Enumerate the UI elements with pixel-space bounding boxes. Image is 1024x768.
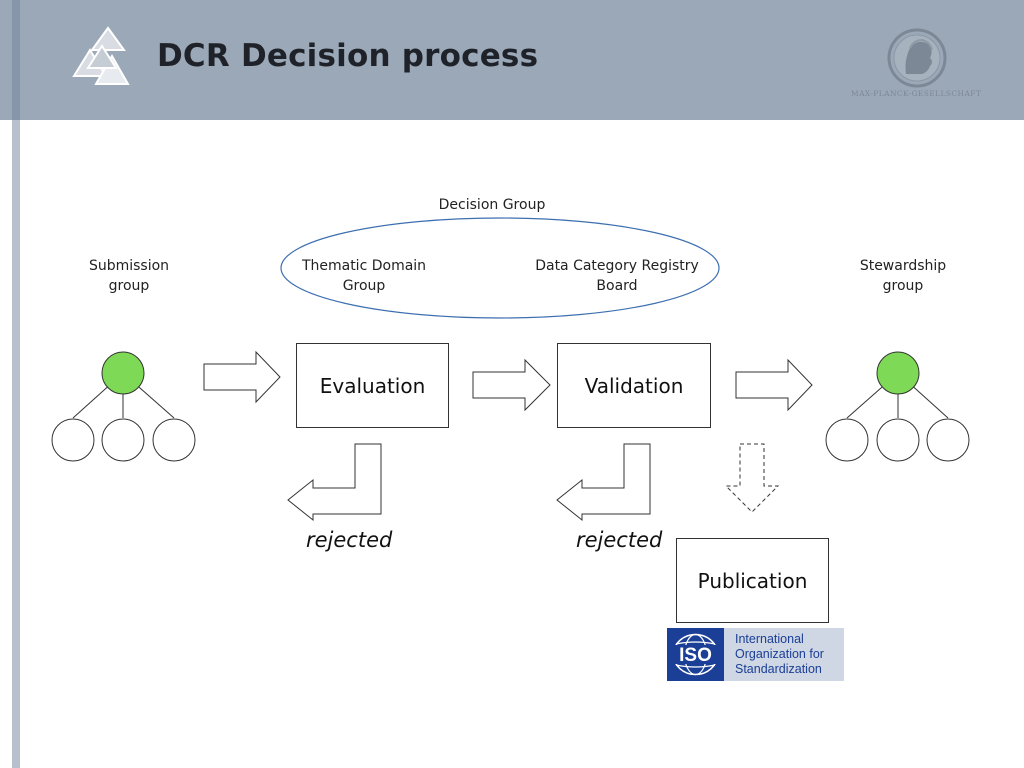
rejected-label-validation: rejected xyxy=(576,528,663,552)
stewardship-group-label: Stewardship group xyxy=(859,258,947,294)
slide-header xyxy=(0,0,1024,120)
header-edge-stripe xyxy=(12,0,20,120)
iso-badge: ISO xyxy=(667,628,724,681)
dashed-down-arrow-icon xyxy=(724,443,780,513)
stewardship-child-node xyxy=(926,418,970,462)
submission-group-label: Submission group xyxy=(88,258,170,294)
submission-child-node xyxy=(51,418,95,462)
iso-line-3: Standardization xyxy=(735,662,822,676)
rejected-label-evaluation: rejected xyxy=(306,528,393,552)
reject-arrow-icon xyxy=(556,443,651,522)
submission-root-node xyxy=(101,351,145,395)
stewardship-child-node xyxy=(825,418,869,462)
decision-group-ellipse xyxy=(280,217,720,319)
stewardship-root-node xyxy=(876,351,920,395)
triangles-logo-icon xyxy=(72,26,130,85)
evaluation-box: Evaluation xyxy=(296,343,449,428)
page-title: DCR Decision process xyxy=(157,38,539,74)
iso-badge-text: ISO xyxy=(679,645,712,666)
thematic-domain-group-label: Thematic Domain Group xyxy=(301,258,427,294)
publication-box: Publication xyxy=(676,538,829,623)
iso-line-2: Organization for xyxy=(735,647,824,661)
arrow-right-icon xyxy=(735,358,813,412)
iso-text: International Organization for Standardi… xyxy=(735,632,824,677)
reject-arrow-icon xyxy=(287,443,382,522)
stewardship-child-node xyxy=(876,418,920,462)
arrow-right-icon xyxy=(203,350,281,404)
submission-child-node xyxy=(101,418,145,462)
stewardship-group-tree xyxy=(825,351,970,462)
validation-box: Validation xyxy=(557,343,711,428)
left-side-bar xyxy=(12,120,20,768)
arrow-right-icon xyxy=(472,358,551,412)
globe-icon: ISO xyxy=(671,633,720,676)
iso-line-1: International xyxy=(735,632,804,646)
dcr-board-label: Data Category Registry Board xyxy=(535,258,699,294)
decision-group-label: Decision Group xyxy=(438,197,546,213)
iso-logo: ISO International Organization for Stand… xyxy=(667,628,844,681)
submission-child-node xyxy=(152,418,196,462)
max-planck-logo-icon xyxy=(887,28,947,88)
max-planck-caption: MAX-PLANCK-GESELLSCHAFT xyxy=(851,89,982,98)
submission-group-tree xyxy=(51,351,196,462)
